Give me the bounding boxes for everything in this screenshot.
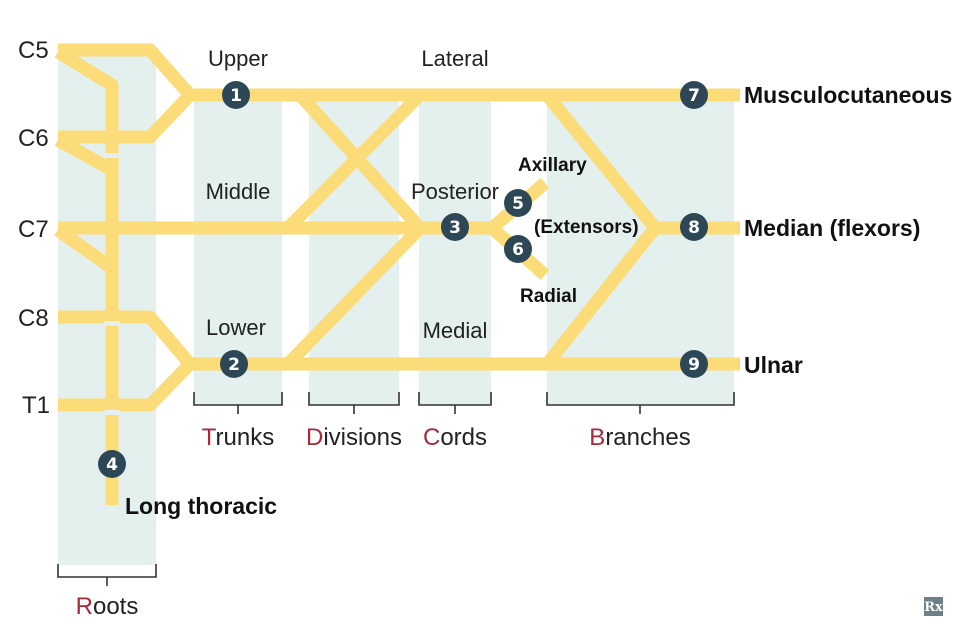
medial-to-median — [541, 223, 661, 369]
category-labels: Roots Trunks Divisions Cords Branches — [76, 424, 691, 620]
category-label-branches: Branches — [589, 424, 690, 451]
lower-posterior-division — [283, 223, 425, 369]
number-badges: 1 2 3 4 5 6 7 8 — [98, 81, 708, 478]
root-label-c6: C6 — [18, 125, 49, 152]
root-label-c7: C7 — [18, 216, 49, 243]
cord-labels: Lateral Posterior Medial — [411, 46, 499, 343]
badge-9: 9 — [680, 350, 708, 378]
root-label-c8: C8 — [18, 305, 49, 332]
trunk-label-upper: Upper — [208, 46, 268, 71]
rx-logo: Rx — [924, 597, 943, 616]
svg-text:5: 5 — [512, 194, 524, 214]
svg-text:9: 9 — [688, 355, 700, 375]
cord-label-posterior: Posterior — [411, 179, 499, 204]
svg-text:3: 3 — [449, 218, 461, 238]
root-label-c5: C5 — [18, 37, 49, 64]
category-label-cords: Cords — [423, 424, 487, 451]
branch-label-radial: Radial — [520, 286, 577, 307]
svg-text:4: 4 — [106, 455, 118, 475]
svg-text:1: 1 — [230, 86, 242, 106]
trunk-labels: Upper Middle Lower — [206, 46, 271, 340]
root-label-t1: T1 — [22, 392, 50, 419]
branch-label-long-thoracic: Long thoracic — [125, 493, 277, 519]
badge-4: 4 — [98, 450, 126, 478]
c5-thoracic-contribution — [54, 46, 119, 505]
cord-label-medial: Medial — [423, 318, 488, 343]
branch-label-musculocutaneous: Musculocutaneous — [744, 82, 952, 108]
trunk-label-lower: Lower — [206, 315, 266, 340]
c7-thoracic-contribution — [54, 224, 116, 274]
svg-text:8: 8 — [688, 218, 700, 238]
root-labels: C5 C6 C7 C8 T1 — [18, 37, 50, 419]
category-label-roots: Roots — [76, 593, 139, 620]
middle-anterior-division — [283, 90, 425, 233]
branch-label-median: Median (flexors) — [744, 215, 920, 241]
badge-3: 3 — [441, 213, 469, 241]
badge-5: 5 — [504, 189, 532, 217]
svg-text:Rx: Rx — [924, 600, 943, 615]
svg-text:6: 6 — [512, 240, 524, 260]
category-brackets — [57, 392, 735, 586]
branch-label-axillary: Axillary — [518, 155, 587, 176]
cord-label-lateral: Lateral — [421, 46, 488, 71]
c6-thoracic-contribution — [54, 134, 116, 176]
c5-root-line — [58, 43, 195, 100]
branch-labels: Musculocutaneous Axillary (Extensors) Ra… — [125, 82, 952, 519]
c8-root-line — [58, 310, 195, 369]
badge-6: 6 — [504, 235, 532, 263]
category-label-trunks: Trunks — [202, 424, 274, 451]
branch-label-extensors: (Extensors) — [534, 217, 639, 238]
svg-text:7: 7 — [688, 86, 700, 106]
badge-7: 7 — [680, 81, 708, 109]
t1-root-line — [58, 359, 195, 412]
c6-root-line — [58, 90, 195, 144]
branch-label-ulnar: Ulnar — [744, 352, 803, 378]
lateral-to-median — [541, 90, 661, 233]
line-breaks — [104, 153, 120, 415]
badge-8: 8 — [680, 213, 708, 241]
svg-text:2: 2 — [228, 355, 240, 375]
badge-2: 2 — [220, 350, 248, 378]
cords-band — [419, 95, 491, 405]
bracket-roots — [57, 564, 157, 578]
trunk-label-middle: Middle — [206, 179, 271, 204]
badge-1: 1 — [222, 81, 250, 109]
category-label-divisions: Divisions — [306, 424, 402, 451]
